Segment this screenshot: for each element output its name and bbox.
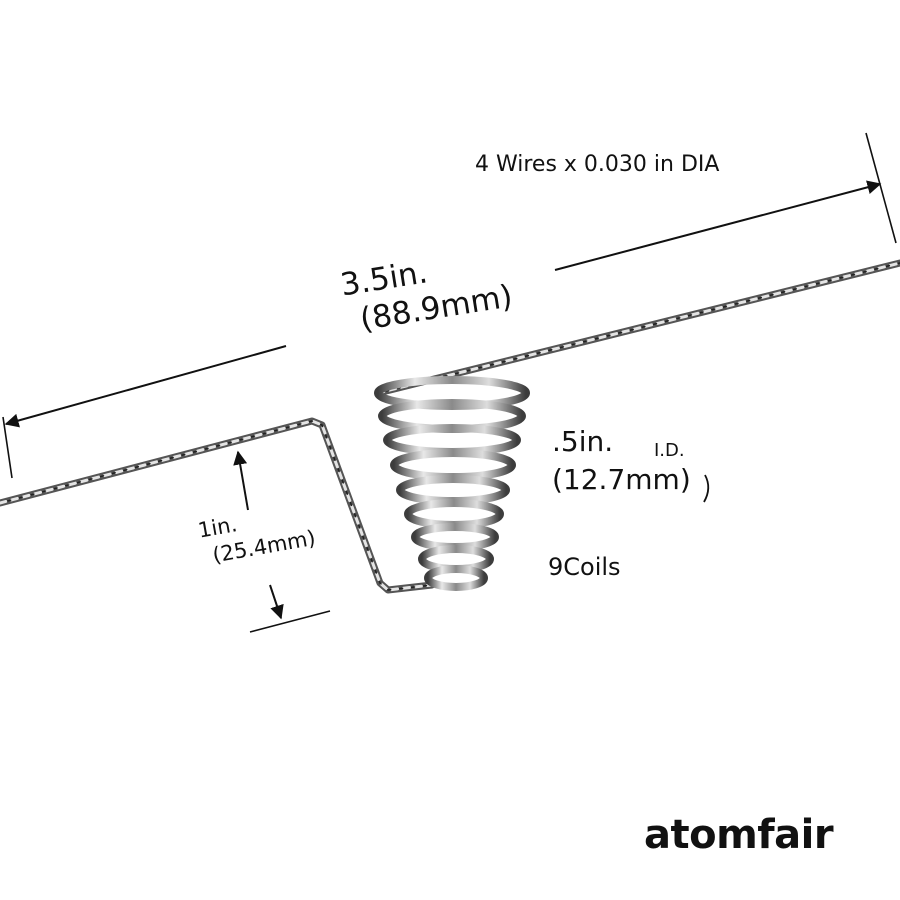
inner-diameter-metric: (12.7mm)	[552, 463, 691, 496]
coil-count-label: 9Coils	[548, 553, 621, 581]
height-arrow-down	[269, 584, 284, 620]
length-arrow-right	[554, 180, 882, 271]
coil-loop	[390, 449, 516, 481]
length-extension-left	[2, 416, 13, 479]
coil-loop	[411, 523, 499, 551]
coil-loop	[404, 499, 504, 529]
coil-loop	[396, 475, 510, 505]
height-dimension	[233, 450, 331, 633]
inner-diameter-imperial: .5in.	[552, 425, 614, 458]
id-bracket	[703, 474, 710, 503]
twisted-wire	[0, 259, 900, 594]
coil-loop	[383, 424, 521, 456]
length-dimension	[2, 132, 897, 479]
conical-coil	[374, 376, 530, 591]
wire-twist-highlight	[0, 261, 900, 592]
brand-logo: atomfair	[644, 812, 834, 858]
length-arrow-left	[4, 345, 287, 428]
wire-twist-shadow	[0, 262, 900, 591]
wires-spec-label: 4 Wires x 0.030 in DIA	[475, 152, 720, 177]
coil-loop	[424, 565, 488, 591]
height-baseline	[249, 610, 331, 633]
inner-diameter-tag: I.D.	[654, 440, 685, 461]
length-extension-right	[865, 132, 897, 244]
height-arrow-up	[233, 450, 249, 511]
inner-diameter-label: .5in. (12.7mm)	[552, 423, 691, 499]
